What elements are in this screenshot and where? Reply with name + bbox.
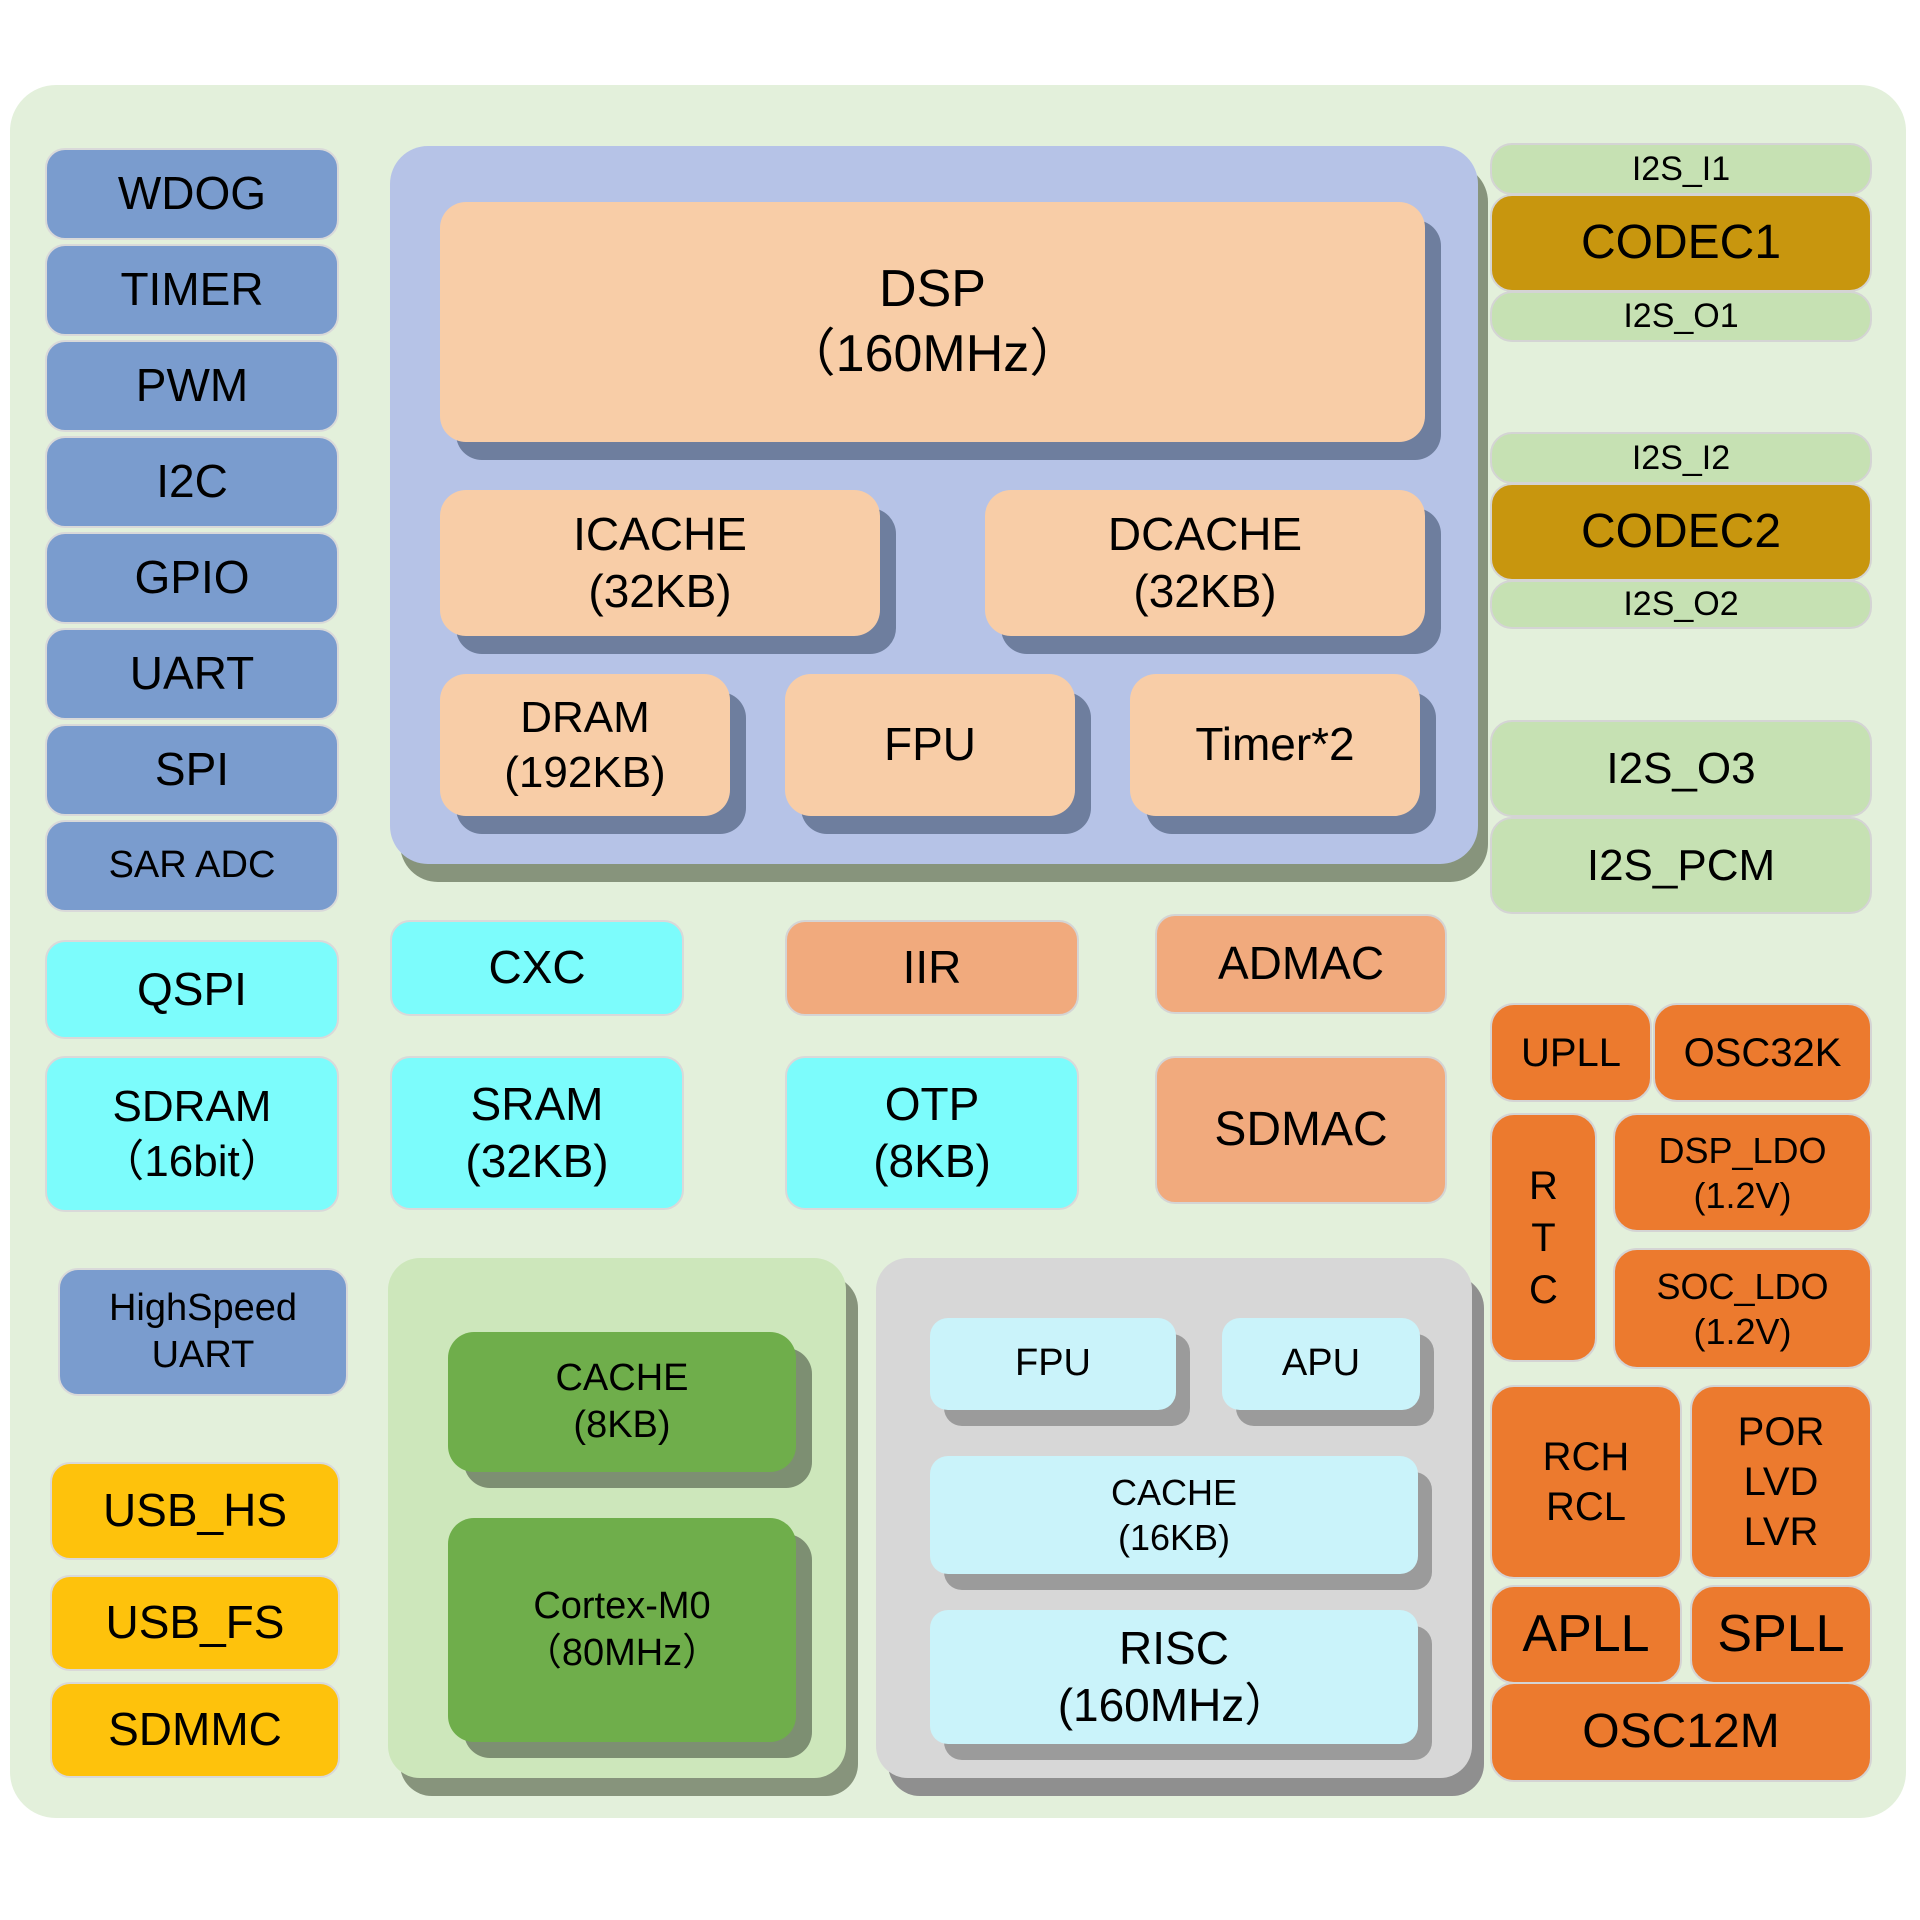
block-por-lvd-lvr-line3: LVR <box>1743 1510 1819 1554</box>
block-dsp-line1: DSP <box>879 260 986 318</box>
block-gpio: GPIO <box>45 532 339 624</box>
block-risc-cache-line2: (16KB) <box>1117 1517 1231 1558</box>
block-uart: UART <box>45 628 339 720</box>
block-highspeed-uart-line1: HighSpeed <box>108 1286 298 1329</box>
block-rch-rcl-line2: RCL <box>1545 1485 1627 1529</box>
block-rtc: R T C <box>1490 1113 1597 1362</box>
block-dsp: DSP （160MHz） <box>440 202 1425 442</box>
block-risc-cache: CACHE (16KB) <box>930 1456 1418 1574</box>
block-otp-line2: (8KB) <box>873 1135 991 1187</box>
block-i2s-pcm: I2S_PCM <box>1490 817 1872 914</box>
block-dcache-line2: (32KB) <box>1133 565 1277 617</box>
block-dcache-line1: DCACHE <box>1107 507 1303 560</box>
block-upll: UPLL <box>1490 1003 1652 1102</box>
block-dsp-line2: （160MHz） <box>783 325 1082 383</box>
block-otp-line1: OTP <box>884 1077 980 1130</box>
block-i2c: I2C <box>45 436 339 528</box>
block-dsp-ldo: DSP_LDO (1.2V) <box>1613 1113 1872 1232</box>
block-por-lvd-lvr-line2: LVD <box>1743 1460 1819 1504</box>
block-timer: TIMER <box>45 244 339 336</box>
block-usb-hs: USB_HS <box>50 1462 340 1560</box>
block-pwm: PWM <box>45 340 339 432</box>
block-sram-line2: (32KB) <box>465 1135 609 1187</box>
block-cxc: CXC <box>390 920 684 1016</box>
block-i2s-i2: I2S_I2 <box>1490 432 1872 484</box>
block-rtc-line1: R <box>1529 1163 1558 1208</box>
block-mcu-cache-line2: (8KB) <box>573 1404 671 1446</box>
block-por-lvd-lvr: POR LVD LVR <box>1690 1385 1872 1579</box>
block-apll: APLL <box>1490 1585 1682 1684</box>
block-usb-fs: USB_FS <box>50 1575 340 1671</box>
block-i2s-o1: I2S_O1 <box>1490 291 1872 342</box>
block-codec2: CODEC2 <box>1490 483 1872 581</box>
block-por-lvd-lvr-line1: POR <box>1737 1410 1825 1454</box>
block-sdram-line2: （16bit） <box>100 1137 284 1186</box>
block-mcu-cache-line1: CACHE <box>555 1356 689 1399</box>
block-dsp-fpu: FPU <box>785 674 1075 816</box>
block-highspeed-uart: HighSpeed UART <box>58 1268 348 1396</box>
block-codec1: CODEC1 <box>1490 194 1872 292</box>
block-dram-line2: (192KB) <box>504 748 666 797</box>
block-rch-rcl-line1: RCH <box>1542 1435 1630 1479</box>
block-risc-cache-line1: CACHE <box>1110 1472 1238 1513</box>
block-icache-line2: (32KB) <box>588 565 732 617</box>
block-rtc-line2: T <box>1531 1215 1556 1260</box>
block-cortex-m0-line2: （80MHz） <box>523 1632 721 1674</box>
block-i2s-o2: I2S_O2 <box>1490 580 1872 629</box>
block-mcu-cache: CACHE (8KB) <box>448 1332 796 1472</box>
block-dcache: DCACHE (32KB) <box>985 490 1425 636</box>
block-i2s-o3: I2S_O3 <box>1490 720 1872 817</box>
block-spi: SPI <box>45 724 339 816</box>
block-risc-core-line2: (160MHz） <box>1057 1679 1291 1731</box>
block-i2s-i1: I2S_I1 <box>1490 143 1872 195</box>
block-dram-line1: DRAM <box>520 693 650 742</box>
block-sram-line1: SRAM <box>470 1077 604 1130</box>
block-spll: SPLL <box>1690 1585 1872 1684</box>
block-sdmmc: SDMMC <box>50 1682 340 1778</box>
block-soc-ldo: SOC_LDO (1.2V) <box>1613 1248 1872 1369</box>
block-icache-line1: ICACHE <box>573 507 747 560</box>
block-sar-adc: SAR ADC <box>45 820 339 912</box>
block-cortex-m0-line1: Cortex-M0 <box>533 1584 711 1627</box>
block-dram: DRAM (192KB) <box>440 674 730 816</box>
block-wdog: WDOG <box>45 148 339 240</box>
block-iir: IIR <box>785 920 1079 1016</box>
block-cortex-m0: Cortex-M0 （80MHz） <box>448 1518 796 1742</box>
block-icache: ICACHE (32KB) <box>440 490 880 636</box>
block-risc-core-line1: RISC <box>1119 1621 1229 1674</box>
block-osc32k: OSC32K <box>1653 1003 1872 1102</box>
block-dsp-ldo-line1: DSP_LDO <box>1658 1129 1827 1171</box>
block-soc-ldo-line2: (1.2V) <box>1693 1310 1792 1352</box>
block-timer-x2: Timer*2 <box>1130 674 1420 816</box>
block-dsp-ldo-line2: (1.2V) <box>1693 1174 1792 1216</box>
block-sdmac: SDMAC <box>1155 1056 1447 1204</box>
block-osc12m: OSC12M <box>1490 1682 1872 1782</box>
block-risc-core: RISC (160MHz） <box>930 1610 1418 1744</box>
block-qspi: QSPI <box>45 940 339 1039</box>
block-sdram-line1: SDRAM <box>112 1082 272 1131</box>
block-admac: ADMAC <box>1155 914 1447 1014</box>
block-rch-rcl: RCH RCL <box>1490 1385 1682 1579</box>
block-highspeed-uart-line2: UART <box>151 1334 255 1376</box>
block-rtc-line3: C <box>1529 1267 1558 1312</box>
block-risc-fpu: FPU <box>930 1318 1176 1410</box>
block-soc-ldo-line1: SOC_LDO <box>1656 1265 1829 1307</box>
block-apu: APU <box>1222 1318 1420 1410</box>
block-otp: OTP (8KB) <box>785 1056 1079 1210</box>
block-sram: SRAM (32KB) <box>390 1056 684 1210</box>
block-sdram: SDRAM （16bit） <box>45 1056 339 1212</box>
